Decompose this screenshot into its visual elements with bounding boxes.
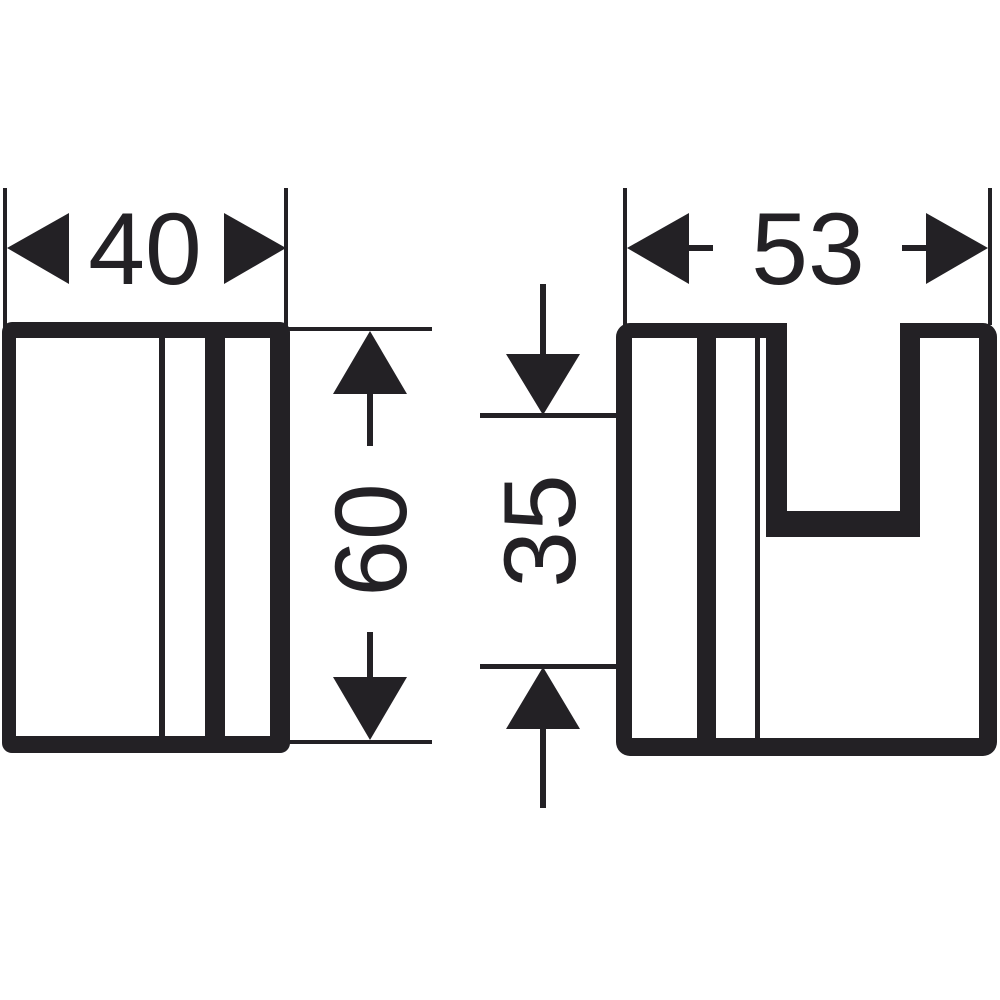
dim40-arrow-left (7, 213, 69, 284)
front-view-outline (2, 322, 290, 753)
hook-slot-bottom (766, 511, 920, 537)
dim-label-front-height: 60 (314, 483, 428, 597)
dim60-arrow-down (333, 677, 407, 740)
dim53-extension-line-left (623, 188, 627, 325)
dim35-arrow-down (506, 354, 580, 415)
dim35-line-lower (540, 729, 546, 808)
side-view-backplate-line-thick (697, 323, 716, 738)
dim53-extension-line-right (988, 188, 992, 325)
dim40-extension-line-right (284, 188, 288, 328)
side-view-outline (616, 323, 997, 756)
hook-slot-right-wall (900, 323, 920, 537)
dim35-line-upper (540, 284, 546, 358)
dim35-extension-line-lower (480, 664, 617, 669)
dim53-arrow-right-stub (902, 245, 926, 251)
dim-label-side-depth: 53 (751, 192, 865, 306)
dim-label-side-offset: 35 (483, 474, 597, 588)
dim40-arrow-right (224, 213, 286, 284)
dim35-extension-line-upper (480, 413, 617, 418)
front-view-panel-line-thick (205, 338, 225, 738)
hook-slot-opening (787, 320, 900, 341)
dim60-extension-line-top (288, 327, 432, 331)
dim-label-front-width: 40 (88, 192, 202, 306)
dim60-line-lower (367, 632, 373, 684)
dim60-extension-line-bottom (288, 740, 432, 744)
dim40-extension-line-left (3, 188, 7, 328)
dim53-arrow-right (926, 213, 988, 284)
dim35-arrow-up (506, 667, 580, 729)
dim53-arrow-left-stub (689, 245, 713, 251)
dim60-arrow-up (333, 331, 407, 394)
hook-slot-left-wall (766, 323, 787, 537)
side-view-backplate-line-thin (755, 338, 760, 738)
front-view-panel-line-thin (159, 338, 165, 738)
dim53-arrow-left (627, 213, 689, 284)
dim60-line-upper (367, 394, 373, 446)
